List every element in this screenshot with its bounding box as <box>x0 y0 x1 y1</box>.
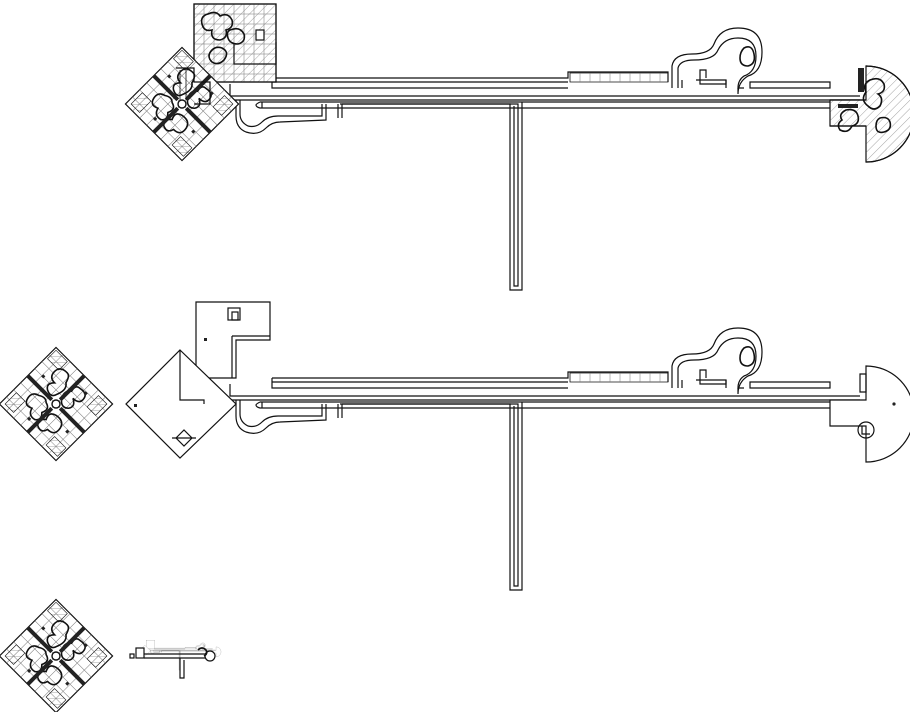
plan-full-corridor <box>203 27 861 291</box>
plan-small-tile <box>0 598 114 712</box>
plan-small-outline <box>129 647 216 679</box>
plan-full-pavilion-square <box>193 3 277 83</box>
plan-outline-tile <box>0 346 114 462</box>
plan-full-pavilion-round <box>829 65 910 163</box>
plan-outline-round <box>829 365 910 463</box>
plan-outline <box>125 301 910 591</box>
plan-outline-diamond <box>125 349 237 459</box>
plan-full-composite <box>124 3 910 291</box>
plan-outline-corridor <box>203 327 861 591</box>
plan-full-stair-treads <box>179 70 187 100</box>
plan-full-stair <box>176 67 211 105</box>
